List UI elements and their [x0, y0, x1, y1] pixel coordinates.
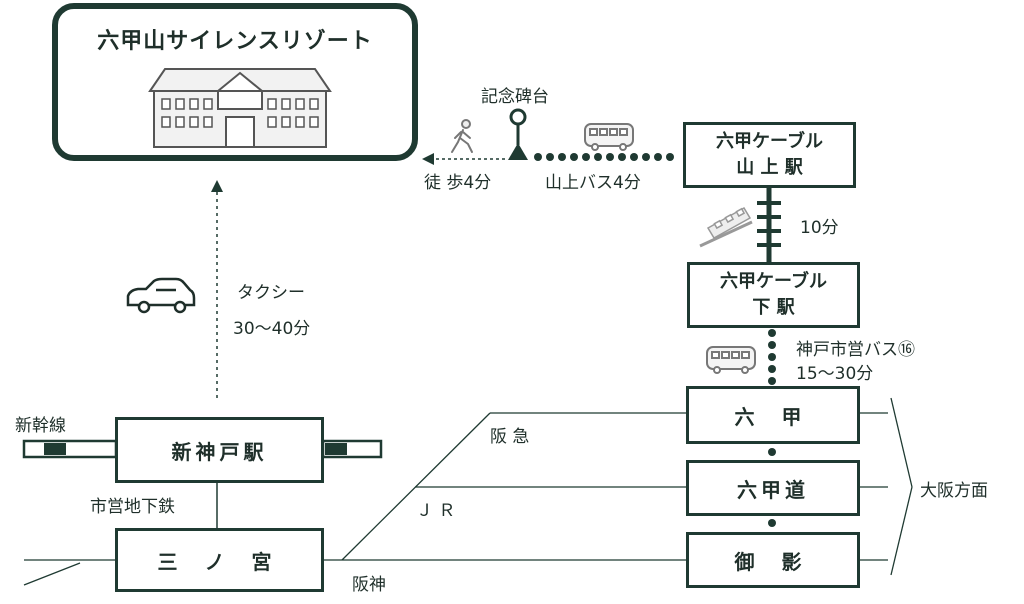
cable-top-line1: 六甲ケーブル: [716, 131, 823, 152]
cable-bottom-station: 六甲ケーブル 下 駅: [687, 262, 860, 328]
hanshin-label: 阪神: [352, 575, 386, 595]
rokko-station: 六 甲: [686, 386, 860, 444]
city-bus-dots: [768, 329, 776, 385]
monument-label: 記念碑台: [481, 87, 549, 107]
rokkomichi-station: 六甲道: [686, 460, 860, 516]
taxi-line2: 30～40分: [233, 319, 311, 339]
summit-bus-label: 山上バス4分: [545, 173, 641, 193]
resort-title: 六甲山サイレンスリゾート: [97, 29, 373, 54]
city-bus-icon: [706, 346, 756, 374]
resort-box: 六甲山サイレンスリゾート: [52, 3, 418, 161]
jr-label: Ｊ Ｒ: [416, 501, 456, 521]
subway-label: 市営地下鉄: [90, 497, 175, 517]
cable-car-icon: [699, 206, 753, 248]
walk-arrow-head: [422, 153, 434, 165]
summit-bus-icon: [584, 123, 634, 151]
summit-bus-dots: [534, 153, 674, 161]
cable-top-station: 六甲ケーブル 山 上 駅: [683, 122, 856, 188]
rokkomichi-label: 六甲道: [737, 477, 809, 502]
monument-icon: [508, 108, 528, 160]
osaka-label: 大阪方面: [920, 481, 988, 501]
hankyu-label: 阪 急: [490, 427, 530, 447]
osaka-bracket: [890, 397, 913, 576]
cable-track: [757, 188, 781, 262]
mikage-station: 御 影: [686, 532, 860, 588]
taxi-line1: タクシー: [237, 283, 305, 303]
railway-lines: [23, 412, 888, 586]
walker-icon: [451, 119, 473, 153]
sannomiya-station: 三 ノ 宮: [115, 528, 324, 592]
cable-top-line2: 山 上 駅: [736, 157, 803, 178]
building-icon: [148, 68, 332, 148]
cable-bottom-line1: 六甲ケーブル: [720, 271, 827, 292]
sannomiya-label: 三 ノ 宮: [157, 549, 282, 574]
cable-time: 10分: [800, 218, 839, 238]
city-bus-line2: 15～30分: [796, 364, 874, 384]
cable-bottom-line2: 下 駅: [752, 297, 795, 318]
shinkobe-label: 新神戸駅: [171, 439, 268, 464]
station-link-dots: [768, 448, 776, 527]
rokko-label: 六 甲: [734, 404, 812, 429]
shinkobe-station: 新神戸駅: [115, 417, 324, 483]
shinkansen-label: 新幹線: [15, 416, 66, 436]
taxi-arrow-head: [211, 180, 223, 192]
city-bus-line1: 神戸市営バス⑯: [796, 340, 915, 360]
walk-label: 徒 歩4分: [424, 173, 492, 193]
taxi-icon: [126, 277, 196, 314]
mikage-label: 御 影: [734, 549, 812, 574]
